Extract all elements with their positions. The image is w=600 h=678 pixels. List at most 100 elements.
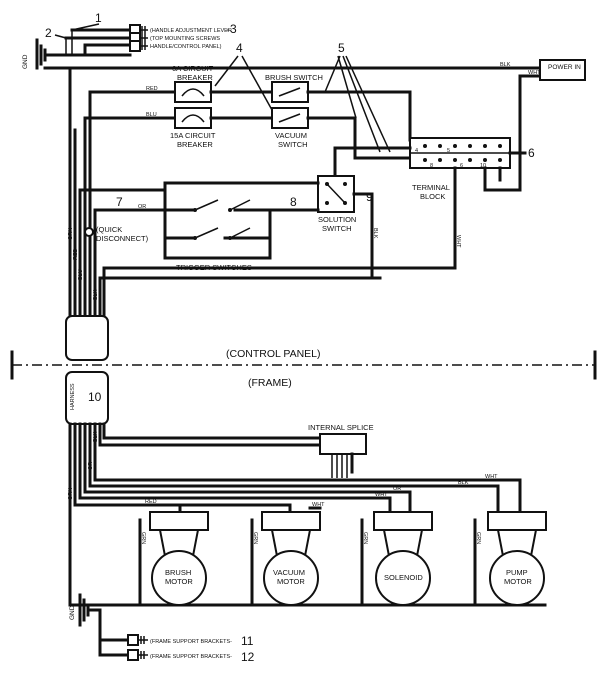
callout-4: 4 bbox=[236, 41, 243, 55]
motor-brush-line2: MOTOR bbox=[165, 577, 193, 586]
quick-disconnect-line1: (QUICK bbox=[96, 225, 122, 234]
callout-1: 1 bbox=[95, 11, 102, 25]
motor-vacuum-line2: MOTOR bbox=[277, 577, 305, 586]
terminal-num-8: 8 bbox=[430, 163, 433, 169]
terminal-num-5: 5 bbox=[447, 148, 450, 154]
solution-switch: BLK 9 SOLUTION SWITCH bbox=[317, 146, 412, 280]
terminal-dots bbox=[423, 144, 502, 162]
cb6-line1: 6A CIRCUIT bbox=[172, 64, 214, 73]
bracket-screw-icon-2 bbox=[127, 649, 148, 661]
wire-label-blk-top: BLK bbox=[500, 62, 511, 68]
circuit-breaker-6a bbox=[174, 81, 212, 103]
motor-brush: BRUSH MOTOR bbox=[149, 511, 209, 606]
trigger-switches: OR 7 8 TRIGGER SWITCHES bbox=[93, 181, 320, 272]
callout-3: -3 bbox=[226, 22, 237, 36]
wire-label-or-trigger: OR bbox=[138, 204, 146, 210]
label-handle-adjust: (HANDLE ADJUSTMENT LEVER bbox=[150, 28, 232, 34]
gnd-label-bottom: GND bbox=[69, 605, 76, 620]
harness-label: HARNESS bbox=[70, 383, 76, 410]
frame-label: (FRAME) bbox=[248, 377, 292, 389]
ground-connections-top: (HANDLE ADJUSTMENT LEVER -3 (TOP MOUNTIN… bbox=[22, 11, 237, 70]
label-handle-panel: HANDLE/CONTROL PANEL) bbox=[150, 44, 222, 50]
wire-label-wht-right: WHT bbox=[455, 235, 461, 248]
wire-label-red-brush: RED bbox=[145, 499, 157, 505]
gnd-label-top: GND bbox=[22, 54, 29, 69]
wire-label-wht-pump: WHT bbox=[485, 474, 498, 480]
harness-connector-upper bbox=[65, 315, 109, 361]
internal-splice-label: INTERNAL SPLICE bbox=[308, 423, 374, 432]
solution-switch-line1: SOLUTION bbox=[318, 215, 356, 224]
terminal-num-4: 4 bbox=[415, 148, 418, 154]
control-panel-label: (CONTROL PANEL) bbox=[226, 348, 321, 360]
terminal-block-line2: BLOCK bbox=[420, 192, 445, 201]
main-blk-line: BLK WHT POWER IN bbox=[43, 59, 586, 192]
callout-5: 5 bbox=[338, 41, 345, 55]
motor-vacuum-line1: VACUUM bbox=[273, 568, 305, 577]
terminal-num-10: 10 bbox=[480, 163, 486, 169]
solenoid-label: SOLENOID bbox=[384, 573, 423, 582]
terminal-block-line1: TERMINAL bbox=[412, 183, 450, 192]
wire-label-grn-m1: GRN bbox=[140, 532, 146, 544]
callout-11: 11 bbox=[241, 634, 254, 648]
wire-label-grn-m3: GRN bbox=[362, 532, 368, 544]
wire-label-red-top: RED bbox=[146, 86, 158, 92]
frame-bracket-label-2: (FRAME SUPPORT BRACKETS- bbox=[150, 654, 232, 660]
panel-frame-divider: (CONTROL PANEL) (FRAME) bbox=[10, 348, 597, 389]
solenoid: SOLENOID bbox=[373, 511, 433, 606]
power-in-label: POWER IN bbox=[548, 64, 581, 71]
internal-splice: INTERNAL SPLICE bbox=[308, 423, 374, 478]
cb15-line1: 15A CIRCUIT bbox=[170, 131, 216, 140]
wire-label-blu-upper: BLU bbox=[78, 269, 84, 280]
wire-label-grn-m4: GRN bbox=[475, 532, 481, 544]
wire-label-or-lower: OR bbox=[88, 462, 94, 470]
wire-label-grn-upper: GRN bbox=[68, 228, 74, 240]
vacuum-switch bbox=[271, 107, 309, 129]
wire-bundle-upper: GRN RED BLU BLK bbox=[68, 66, 457, 320]
wire-label-blk-upper: BLK bbox=[93, 289, 99, 300]
motor-feed-wires: WHT BLK OR WHT RED WHT bbox=[73, 474, 522, 514]
circuit-breaker-15a bbox=[174, 107, 212, 129]
callout-6: 6 bbox=[528, 146, 535, 160]
motor-pump-line2: MOTOR bbox=[504, 577, 532, 586]
motor-vacuum: VACUUM MOTOR bbox=[261, 511, 321, 606]
ground-connections-bottom: (FRAME SUPPORT BRACKETS- 11 (FRAME SUPPO… bbox=[69, 593, 255, 664]
wire-label-wht-top: WHT bbox=[528, 70, 541, 76]
motor-ground-rail: GRN GRN GRN GRN bbox=[68, 518, 547, 607]
bracket-screw-icon-1 bbox=[127, 634, 148, 646]
wire-bundle-lower: GRN OR BLK bbox=[68, 422, 322, 607]
callout-7: 7 bbox=[116, 195, 123, 209]
terminal-num-6: 6 bbox=[460, 163, 463, 169]
wire-label-blk-lower: BLK bbox=[93, 431, 99, 442]
wire-label-blk-solution: BLK bbox=[372, 228, 378, 239]
quick-disconnect: (QUICK DISCONNECT) bbox=[84, 225, 149, 243]
callout-2: 2 bbox=[45, 26, 52, 40]
callout-8: 8 bbox=[290, 195, 297, 209]
callout-12: 12 bbox=[241, 650, 255, 664]
harness-connector-lower: HARNESS 10 bbox=[65, 371, 109, 425]
cb6-line2: BREAKER bbox=[177, 73, 213, 82]
brush-switch-label: BRUSH SWITCH bbox=[265, 73, 323, 82]
wire-label-blk-pump: BLK bbox=[458, 480, 469, 486]
wire-label-grn-m2: GRN bbox=[252, 532, 258, 544]
motor-pump: PUMP MOTOR bbox=[487, 511, 547, 606]
callout-10: 10 bbox=[88, 390, 102, 404]
callout-9: 9 bbox=[366, 190, 373, 204]
brush-switch bbox=[271, 81, 309, 103]
vacuum-switch-line1: VACUUM bbox=[275, 131, 307, 140]
wire-label-grn-lower: GRN bbox=[68, 488, 74, 500]
power-in-box: POWER IN bbox=[539, 59, 586, 81]
vacuum-switch-line2: SWITCH bbox=[278, 140, 308, 149]
wire-label-or-sol: OR bbox=[393, 486, 401, 492]
wire-label-wht-sol: WHT bbox=[375, 492, 388, 498]
terminal-block: 4 5 8 6 10 6 TERMINAL BLOCK WHT bbox=[409, 137, 535, 270]
screw-icon-3 bbox=[129, 40, 148, 52]
breakers-and-switches: RED 6A CIRCUIT BREAKER BRUSH SWITCH BLU … bbox=[83, 41, 412, 332]
cb15-line2: BREAKER bbox=[177, 140, 213, 149]
label-top-screws: (TOP MOUNTING SCREWS bbox=[150, 36, 220, 42]
quick-disconnect-line2: DISCONNECT) bbox=[96, 234, 149, 243]
frame-bracket-label-1: (FRAME SUPPORT BRACKETS- bbox=[150, 639, 232, 645]
motor-pump-line1: PUMP bbox=[506, 568, 528, 577]
motor-brush-line1: BRUSH bbox=[165, 568, 191, 577]
